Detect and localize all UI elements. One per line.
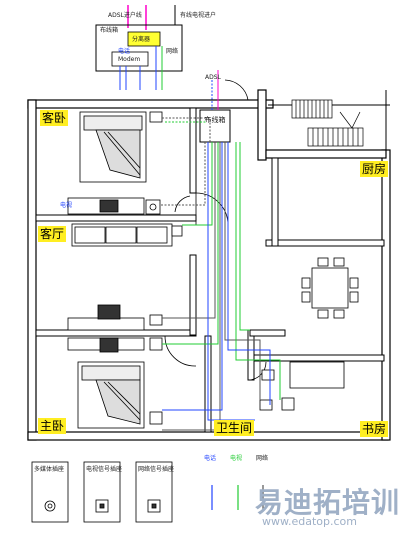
network-label: 网络: [166, 48, 179, 55]
incoming-label-left: ADSL进户线: [108, 12, 142, 19]
master-bed: [77, 361, 163, 429]
room-label-master-bedroom: 主卧: [38, 418, 67, 434]
tv-cabinet: [67, 304, 163, 353]
legend-item-1: 多媒体插座: [34, 466, 65, 473]
legend-lines: [211, 485, 264, 510]
legend-item-2: 电视信号插座: [86, 466, 123, 473]
walls: [27, 89, 391, 441]
room-label-guest-bedroom: 客卧: [40, 110, 69, 126]
splitter-box: [127, 31, 161, 47]
modem-box: [111, 51, 149, 67]
incoming-label-right: 有线电视进户: [180, 12, 217, 19]
top-box-label: 布线箱: [100, 27, 119, 34]
staircase: [291, 99, 364, 147]
guest-bed: [79, 111, 147, 183]
room-label-study: 书房: [360, 421, 389, 437]
guest-furniture: [67, 111, 163, 215]
watermark-logo: 易迪拓培训: [255, 486, 401, 519]
room-label-bathroom: 卫生间: [214, 420, 255, 436]
central-wiring-box: [199, 109, 231, 143]
legend-line-green: 电视: [230, 455, 243, 462]
central-wiring-box-label: 布线箱: [204, 116, 226, 124]
study-desk: [259, 361, 345, 411]
legend-box-2: [83, 461, 121, 523]
modem-label: Modem: [118, 56, 141, 63]
legend-item-3: 网络信号插座: [138, 466, 175, 473]
sofa: [71, 223, 183, 247]
splitter-label: 分离器: [132, 36, 151, 43]
watermark-url: www.edatop.com: [262, 515, 357, 528]
legend-box-1: [31, 461, 69, 523]
adsl-label: ADSL: [205, 74, 221, 81]
top-equipment: [95, 5, 183, 90]
legend-line-blue: 电话: [204, 455, 217, 462]
room-label-kitchen: 厨房: [360, 161, 389, 177]
top-wiring-box: [95, 24, 183, 72]
phone-label: 电话: [118, 48, 131, 55]
legend-line-gray: 网络: [256, 455, 269, 462]
tv-outlet-label: 电视: [60, 202, 73, 209]
room-label-living-room: 客厅: [38, 226, 67, 242]
legend-boxes: [31, 461, 173, 523]
dining-table: [301, 257, 359, 319]
